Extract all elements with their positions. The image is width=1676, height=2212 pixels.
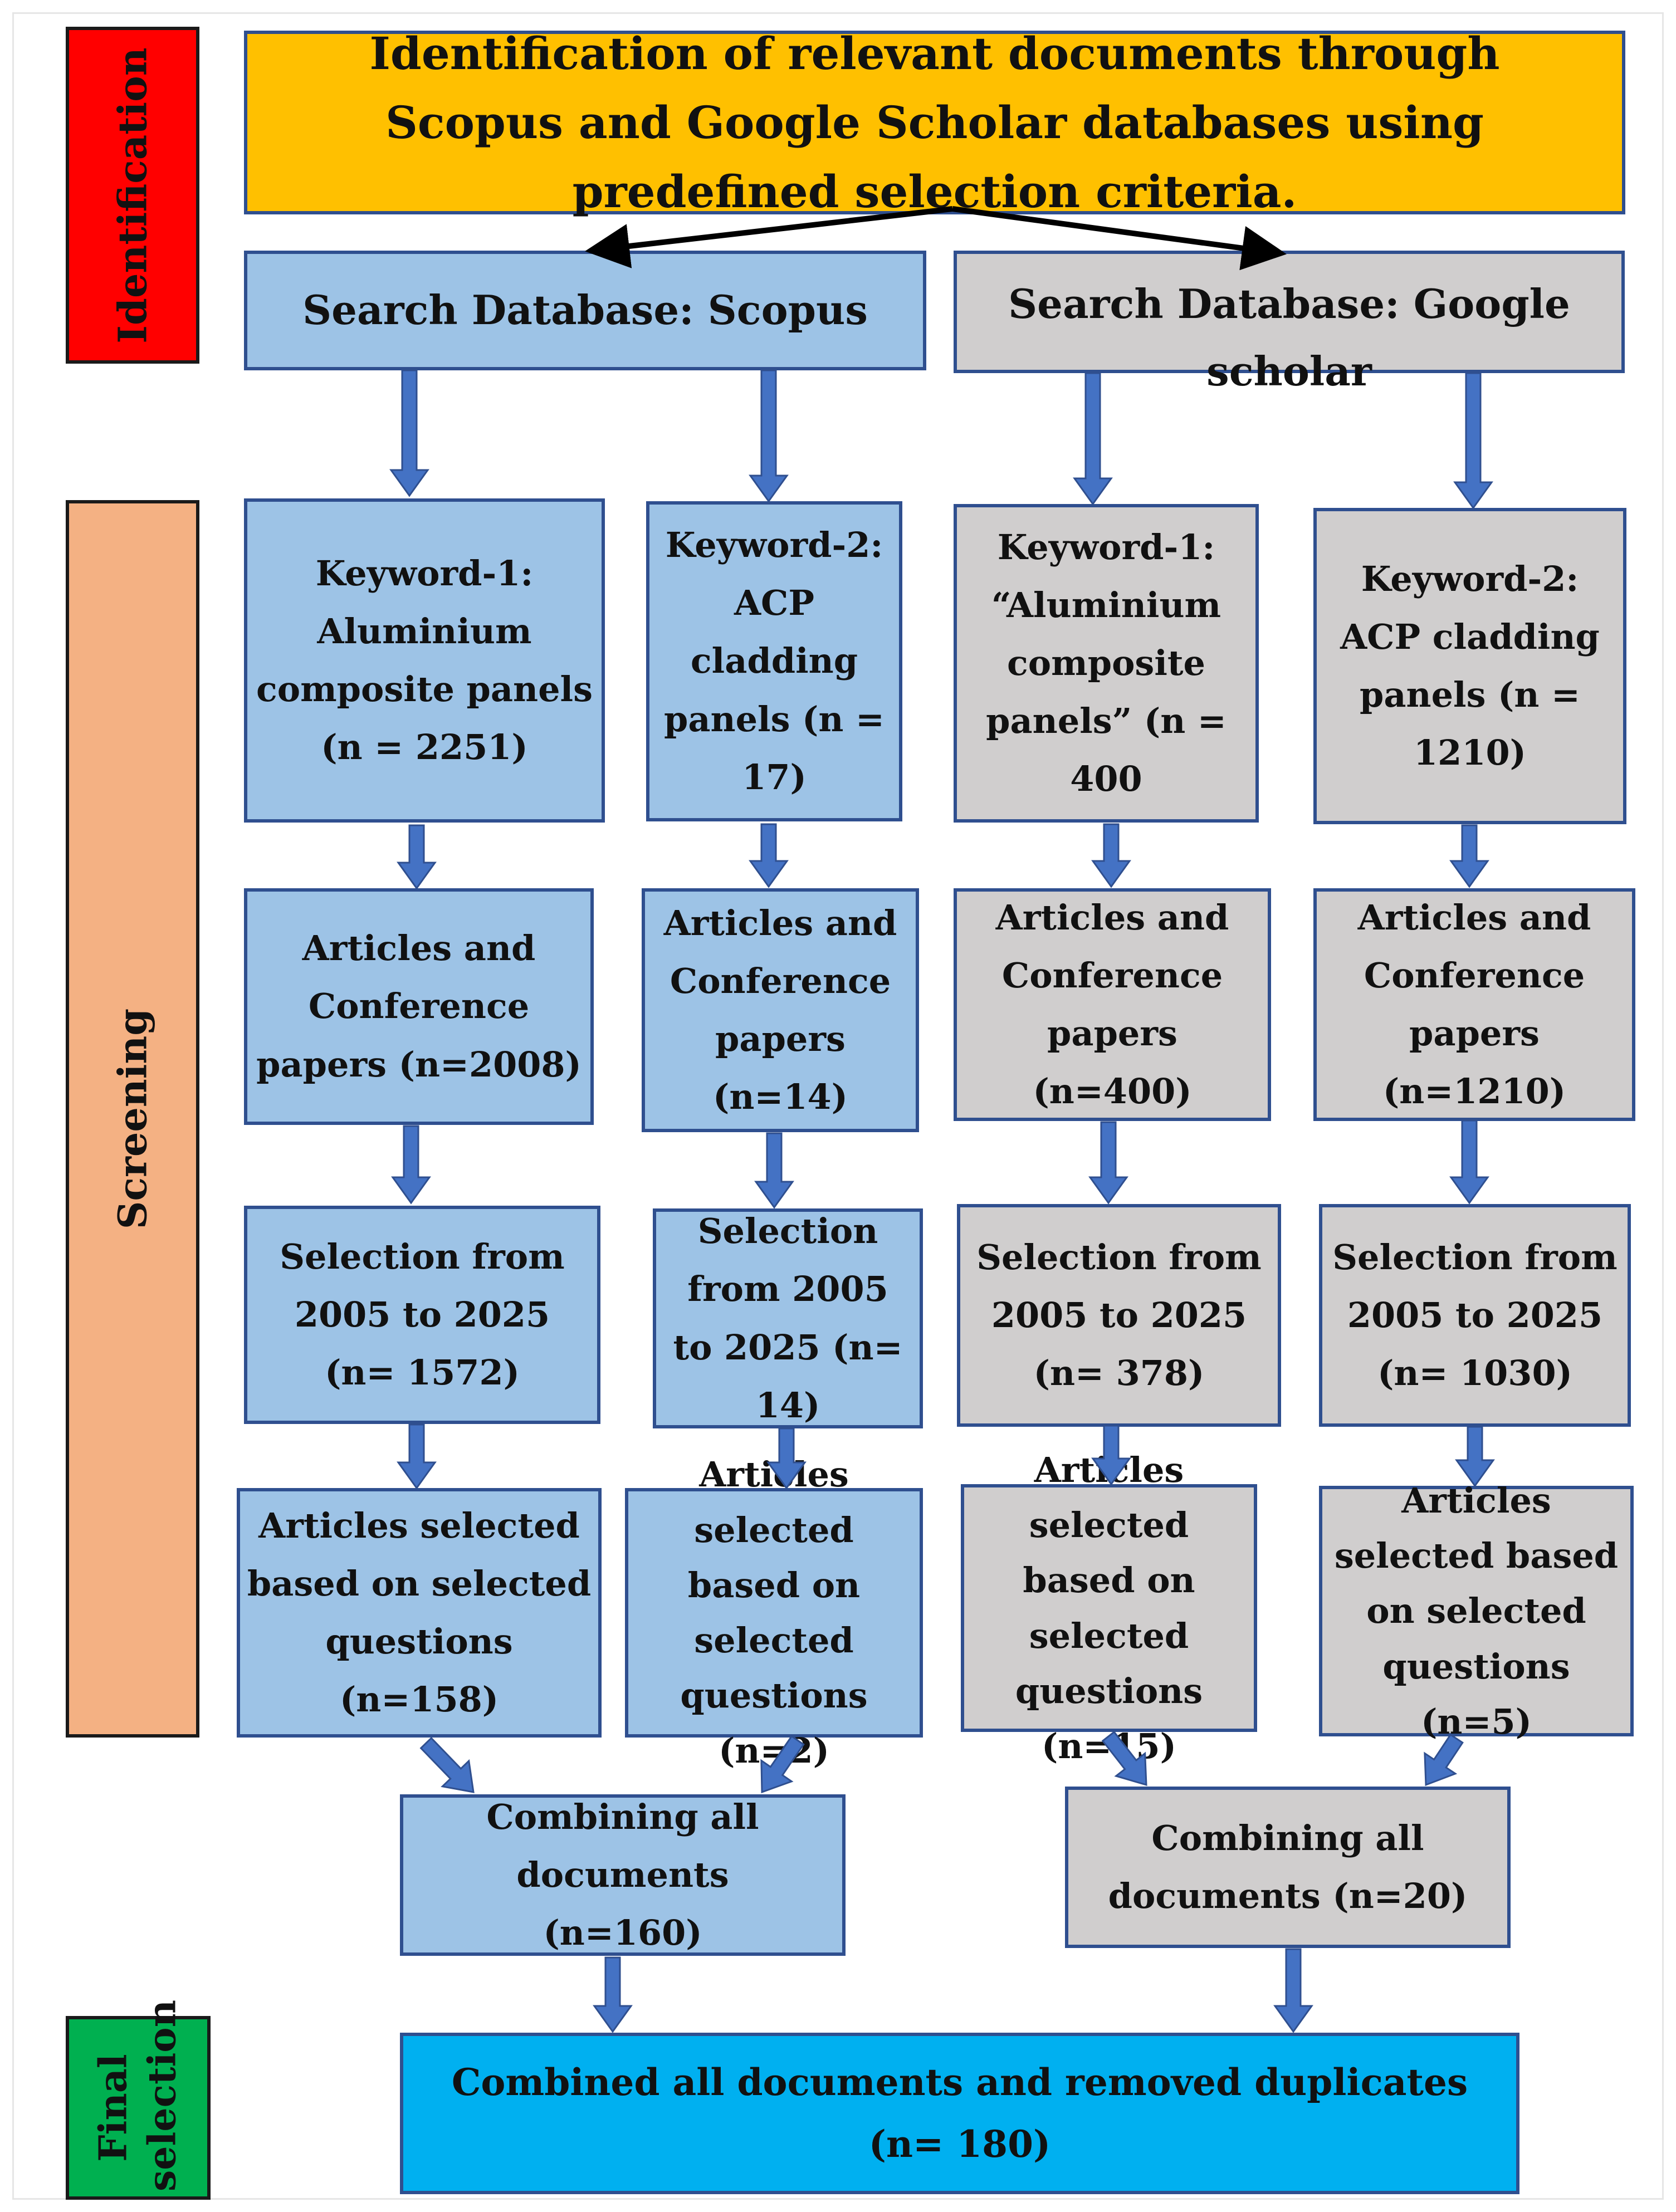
split-arrow-scopus — [585, 206, 953, 268]
page-frame — [12, 12, 1664, 2200]
arrow-selection-1-to-questions — [397, 1423, 437, 1490]
selection-box-1: Selection from 2005 to 2025 (n= 1572) — [244, 1206, 600, 1424]
selection-box-3: Selection from 2005 to 2025 (n= 378) — [957, 1204, 1281, 1427]
keyword-box-2: Keyword-2: ACP cladding panels (n = 17) — [646, 501, 902, 821]
questions-text-1: Articles selected based on selected ques… — [247, 1505, 592, 1720]
questions-box-4: Articles selected based on selected ques… — [1319, 1480, 1634, 1742]
arrow-scopus-to-keyword-2 — [749, 369, 789, 503]
articles-box-4: Articles and Conference papers (n=1210) — [1313, 888, 1635, 1121]
scopus-database-label: Search Database: Scopus — [302, 286, 868, 334]
questions-text-4: Articles selected based on selected ques… — [1334, 1480, 1619, 1742]
arrow-selection-4-to-questions — [1455, 1426, 1495, 1487]
identification-box: Identification of relevant documents thr… — [244, 27, 1625, 218]
arrow-questions-2-to-combining — [760, 1735, 805, 1794]
arrow-scopus-to-keyword-1 — [389, 369, 429, 497]
arrow-combining-scopus-to-final — [593, 1956, 633, 2033]
articles-text-2: Articles and Conference papers (n=14) — [663, 902, 897, 1118]
keyword-box-1: Keyword-1: Aluminium composite panels (n… — [244, 498, 605, 823]
scholar-database-label: Search Database: Google scholar — [1008, 280, 1570, 395]
arrow-questions-4-to-combining — [1424, 1733, 1464, 1787]
arrow-combining-scholar-to-final — [1273, 1948, 1313, 2033]
keyword-text-4: Keyword-2: ACP cladding panels (n = 1210… — [1340, 558, 1600, 774]
arrow-scholar-to-keyword-4 — [1453, 372, 1493, 510]
articles-text-3: Articles and Conference papers (n=400) — [995, 897, 1229, 1112]
selection-text-1: Selection from 2005 to 2025 (n= 1572) — [280, 1236, 565, 1393]
arrow-scholar-to-keyword-3 — [1073, 372, 1113, 506]
arrow-articles-1-to-selection — [391, 1125, 431, 1205]
articles-text-1: Articles and Conference papers (n=2008) — [256, 928, 582, 1085]
final-selection-stage: Final selection — [66, 2000, 211, 2200]
arrow-keyword-4-to-articles — [1449, 824, 1489, 888]
selection-text-3: Selection from 2005 to 2025 (n= 378) — [976, 1236, 1262, 1394]
arrow-questions-1-to-combining — [419, 1736, 475, 1793]
articles-box-2: Articles and Conference papers (n=14) — [642, 888, 919, 1132]
selection-text-4: Selection from 2005 to 2025 (n= 1030) — [1332, 1236, 1618, 1394]
screening-stage: Screening — [66, 500, 199, 1738]
keyword-box-4: Keyword-2: ACP cladding panels (n = 1210… — [1313, 508, 1626, 824]
arrow-keyword-2-to-articles — [749, 823, 789, 888]
arrow-keyword-3-to-articles — [1091, 823, 1131, 888]
selection-box-2: Selection from 2005 to 2025 (n= 14) — [653, 1208, 923, 1428]
combining-box-scopus: Combining all documents (n=160) — [400, 1794, 846, 1956]
keyword-text-2: Keyword-2: ACP cladding panels (n = 17) — [663, 525, 885, 797]
combining-text-scopus: Combining all documents (n=160) — [486, 1796, 759, 1954]
arrow-articles-3-to-selection — [1088, 1121, 1128, 1205]
selection-text-2: Selection from 2005 to 2025 (n= 14) — [673, 1211, 903, 1426]
arrow-articles-4-to-selection — [1449, 1119, 1489, 1205]
articles-box-1: Articles and Conference papers (n=2008) — [244, 888, 594, 1125]
split-arrow-scholar — [952, 206, 1287, 271]
identification-stage: Identification — [66, 27, 199, 364]
selection-box-4: Selection from 2005 to 2025 (n= 1030) — [1319, 1204, 1631, 1427]
arrow-selection-3-to-questions — [1091, 1425, 1131, 1486]
keyword-text-3: Keyword-1: “Aluminium composite panels” … — [986, 526, 1227, 800]
arrow-questions-3-to-combining — [1101, 1730, 1147, 1787]
keyword-box-3: Keyword-1: “Aluminium composite panels” … — [954, 504, 1259, 823]
scholar-database-box: Search Database: Google scholar — [954, 251, 1625, 395]
combining-box-scholar: Combining all documents (n=20) — [1065, 1787, 1511, 1948]
questions-box-1: Articles selected based on selected ques… — [237, 1488, 602, 1738]
scopus-database-box: Search Database: Scopus — [244, 251, 926, 370]
final-text: Combined all documents and removed dupli… — [451, 2061, 1468, 2166]
articles-box-3: Articles and Conference papers (n=400) — [954, 888, 1271, 1121]
arrow-articles-2-to-selection — [754, 1132, 794, 1209]
keyword-text-1: Keyword-1: Aluminium composite panels (n… — [256, 552, 593, 768]
combining-text-scholar: Combining all documents (n=20) — [1108, 1817, 1468, 1916]
articles-text-4: Articles and Conference papers (n=1210) — [1357, 897, 1591, 1112]
final-box: Combined all documents and removed dupli… — [400, 2033, 1519, 2194]
arrow-keyword-1-to-articles — [397, 824, 437, 890]
arrow-selection-2-to-questions — [766, 1427, 807, 1490]
